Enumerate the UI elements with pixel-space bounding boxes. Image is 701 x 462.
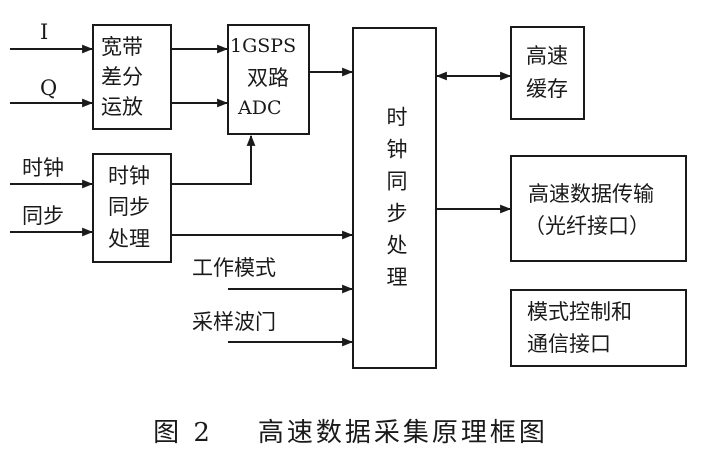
block-high-speed-data-transfer <box>510 155 687 262</box>
modectrl-line-1: 模式控制和 <box>527 300 632 324</box>
amp-line-2: 差分 <box>101 65 143 89</box>
block-dual-adc <box>227 24 310 135</box>
arrow-clockproc-to-adc <box>172 134 256 185</box>
clockproc-line-3: 处理 <box>108 227 150 251</box>
input-label-sampling-gate: 采样波门 <box>192 310 276 334</box>
input-label-clock: 时钟 <box>22 156 64 180</box>
modectrl-line-2: 通信接口 <box>527 332 611 356</box>
adc-line-1: 1GSPS <box>230 35 297 57</box>
block-high-speed-cache <box>510 26 585 120</box>
block-mode-control-interface <box>510 289 687 367</box>
input-label-i: I <box>40 20 49 44</box>
figure-caption: 图 2 高速数据采集原理框图 <box>153 418 548 448</box>
clockproc-line-2: 同步 <box>108 195 150 219</box>
block-wideband-diff-amp <box>92 24 172 130</box>
clockproc-line-1: 时钟 <box>108 164 150 188</box>
cache-line-2: 缓存 <box>526 77 568 101</box>
adc-line-3: ADC <box>238 97 282 119</box>
cache-line-1: 高速 <box>526 44 568 68</box>
input-label-work-mode: 工作模式 <box>192 256 276 280</box>
block-central-clock-sync <box>352 27 437 369</box>
transfer-line-1: 高速数据传输 <box>528 182 654 206</box>
center-vertical-text: 时钟同步处理 <box>384 106 408 298</box>
amp-line-1: 宽带 <box>101 35 143 59</box>
amp-line-3: 运放 <box>101 95 143 119</box>
transfer-line-2: （光纤接口） <box>524 214 650 238</box>
input-label-q: Q <box>40 76 58 100</box>
input-label-sync: 同步 <box>22 204 64 228</box>
block-clock-sync-processing <box>92 153 172 263</box>
adc-line-2: 双路 <box>247 66 289 90</box>
